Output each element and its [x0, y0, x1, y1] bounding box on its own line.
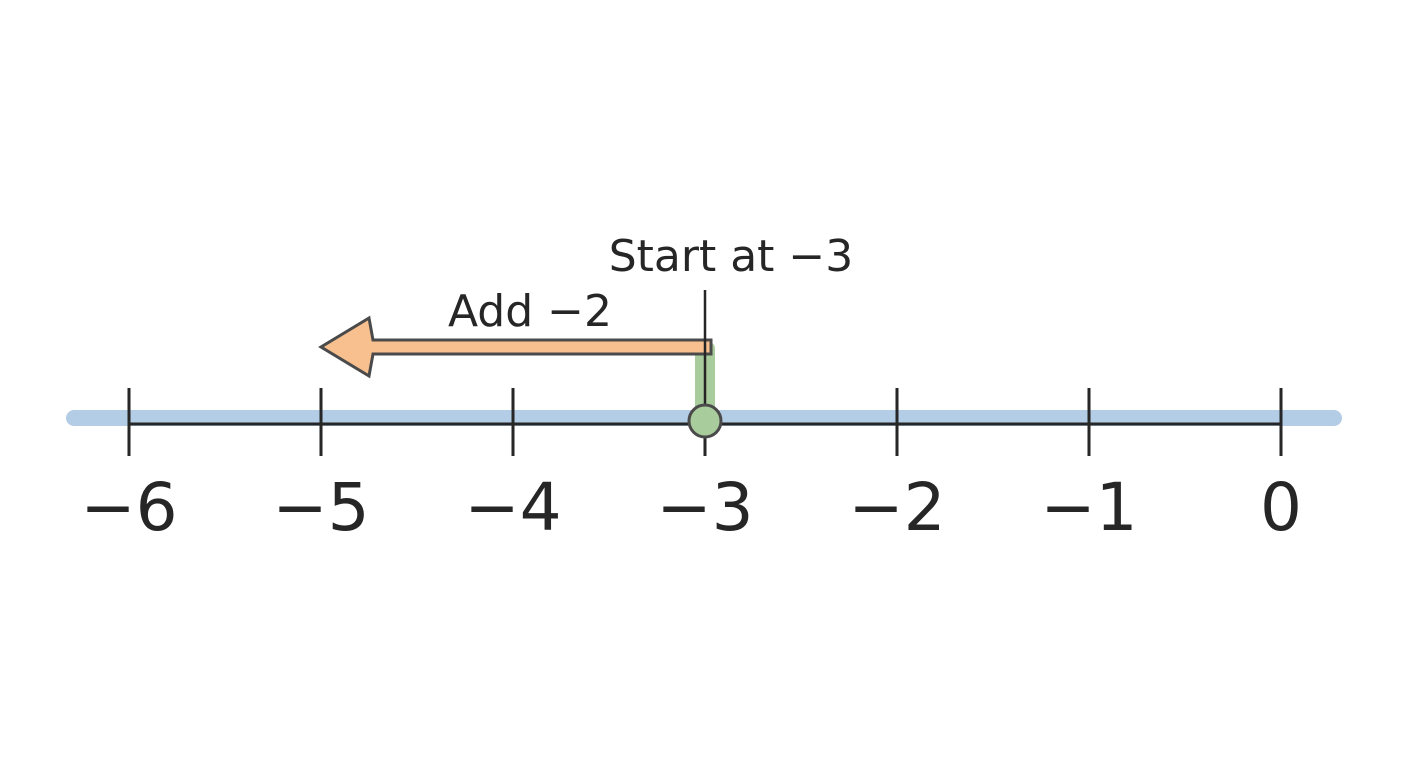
start-point	[687, 403, 723, 439]
tick-label: 0	[1260, 469, 1302, 546]
tick-label: −6	[80, 469, 177, 546]
tick-label: −2	[848, 469, 945, 546]
tick-label: −1	[1040, 469, 1137, 546]
tick-label: −5	[272, 469, 369, 546]
tick-label: −3	[656, 469, 753, 546]
move-label: Add −2	[448, 286, 612, 337]
tick-group: −6 −5 −4 −3 −2 −1 0	[80, 388, 1302, 546]
tick-label: −4	[464, 469, 561, 546]
start-label: Start at −3	[609, 231, 854, 282]
move-arrow	[318, 315, 713, 379]
